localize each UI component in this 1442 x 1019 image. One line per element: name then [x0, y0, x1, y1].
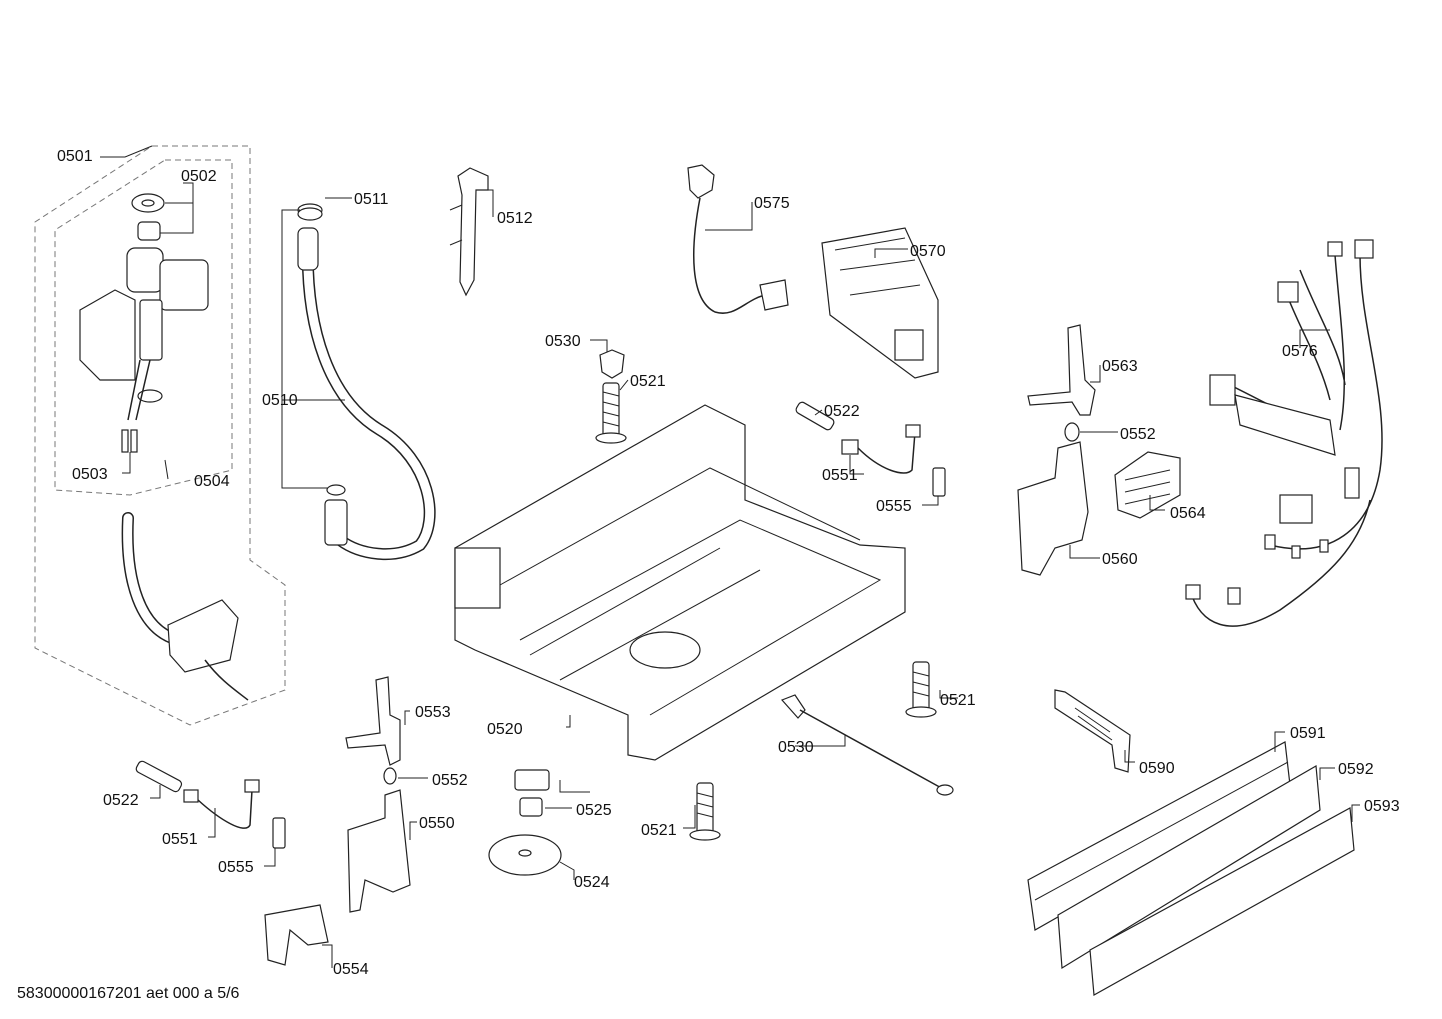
callout-0521-b: 0521 — [940, 692, 976, 709]
assembly-0501-boundary — [34, 145, 286, 726]
callout-0512: 0512 — [497, 210, 533, 227]
callout-0560: 0560 — [1102, 551, 1138, 568]
part-wiring-harness — [1185, 239, 1383, 627]
callout-0592: 0592 — [1338, 761, 1374, 778]
callout-0551-b: 0551 — [162, 831, 198, 848]
callout-0503: 0503 — [72, 466, 108, 483]
callout-0576: 0576 — [1282, 343, 1318, 360]
part-0522-right — [795, 401, 835, 431]
part-0563 — [1027, 324, 1096, 416]
callout-0501: 0501 — [57, 148, 93, 165]
callout-0575: 0575 — [754, 195, 790, 212]
callout-0522-a: 0522 — [824, 403, 860, 420]
part-0512 — [449, 167, 489, 297]
part-drain-hose — [297, 203, 436, 561]
callout-0502: 0502 — [181, 168, 217, 185]
callout-0521-a: 0521 — [630, 373, 666, 390]
part-base-frame — [454, 404, 906, 761]
callout-0555-b: 0555 — [218, 859, 254, 876]
callout-0555-a: 0555 — [876, 498, 912, 515]
part-0555-right — [932, 467, 946, 497]
callout-0570: 0570 — [910, 243, 946, 260]
part-control-module — [821, 227, 939, 379]
callout-0553: 0553 — [415, 704, 451, 721]
callout-0593: 0593 — [1364, 798, 1400, 815]
part-0564 — [1114, 451, 1181, 519]
callout-0550: 0550 — [419, 815, 455, 832]
part-water-valve — [79, 193, 209, 453]
callout-0511: 0511 — [354, 191, 389, 208]
callout-0524: 0524 — [574, 874, 610, 891]
callout-0554: 0554 — [333, 961, 369, 978]
callout-0551-a: 0551 — [822, 467, 858, 484]
part-0524 — [488, 834, 562, 876]
part-0530-top — [599, 349, 625, 379]
part-0593-panel — [1089, 807, 1355, 996]
callout-0520: 0520 — [487, 721, 523, 738]
callout-0530-a: 0530 — [545, 333, 581, 350]
part-0553 — [345, 676, 401, 766]
part-adjustable-foot-3 — [689, 782, 721, 841]
callout-0563: 0563 — [1102, 358, 1138, 375]
callout-labels: 0501 0502 0503 0504 0510 0511 0512 0520 … — [57, 148, 1400, 978]
callout-0552-a: 0552 — [1120, 426, 1156, 443]
callout-0510: 0510 — [262, 392, 298, 409]
part-inlet-hose — [121, 512, 249, 701]
callout-0552-b: 0552 — [432, 772, 468, 789]
part-0522-left — [135, 760, 183, 793]
part-0590 — [1054, 689, 1131, 773]
part-adjustable-foot-2 — [905, 661, 937, 718]
callout-0504: 0504 — [194, 473, 230, 490]
part-0560 — [1017, 441, 1089, 576]
part-0552-left — [383, 767, 397, 785]
part-0550 — [347, 789, 411, 913]
part-0551-left — [183, 779, 260, 829]
callout-0591: 0591 — [1290, 725, 1326, 742]
part-power-cable — [687, 164, 789, 314]
leader-lines — [100, 145, 1360, 968]
part-0554 — [264, 904, 329, 966]
part-0592-panel — [1057, 765, 1321, 970]
part-0551-right — [841, 424, 921, 474]
assembly-0504-boundary — [54, 159, 233, 496]
callout-0590: 0590 — [1139, 760, 1175, 777]
part-0525 — [514, 769, 550, 817]
callout-0522-b: 0522 — [103, 792, 139, 809]
callout-0525: 0525 — [576, 802, 612, 819]
part-0552-right — [1064, 422, 1080, 442]
part-0555-left — [272, 817, 286, 849]
callout-0521-c: 0521 — [641, 822, 677, 839]
callout-0530-b: 0530 — [778, 739, 814, 756]
callout-0564: 0564 — [1170, 505, 1206, 522]
document-footer-id: 58300000167201 aet 000 a 5/6 — [17, 985, 240, 1002]
part-0530-cable — [780, 694, 954, 796]
part-adjustable-foot-1 — [595, 382, 627, 444]
